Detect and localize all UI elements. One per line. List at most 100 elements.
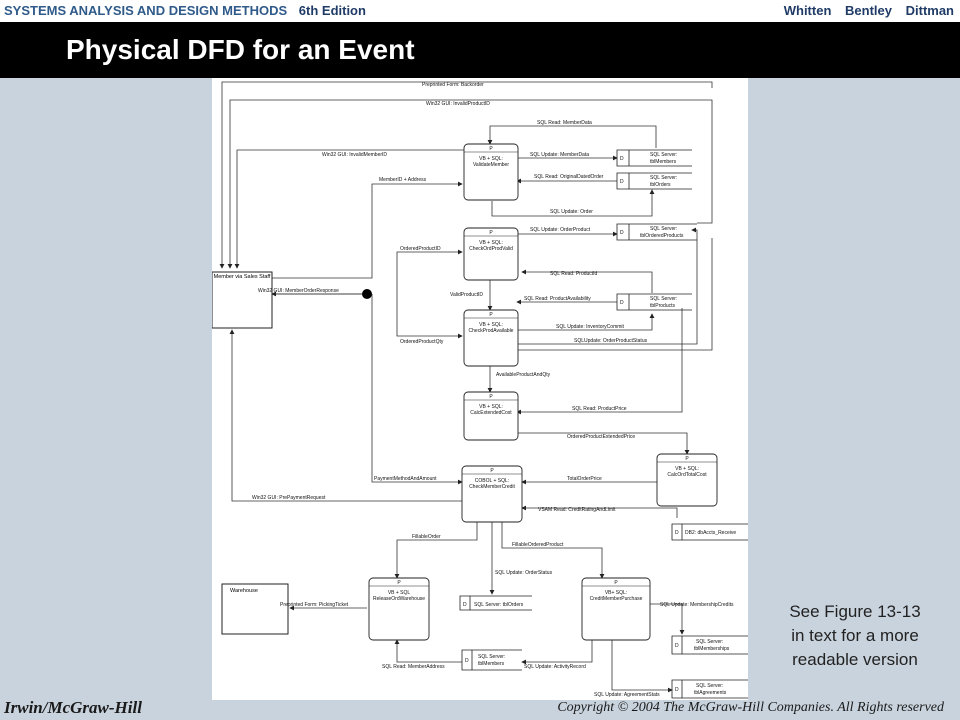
process-tech: VB + SQL xyxy=(388,590,411,596)
flow-line-invalidproduct xyxy=(227,99,713,269)
flow-line-backorder xyxy=(219,81,713,269)
process-dividers xyxy=(369,151,717,587)
title-bar: Physical DFD for an Event xyxy=(0,22,960,78)
store-orders-bottom xyxy=(459,595,532,611)
process-calctotal xyxy=(656,453,718,507)
flow-line-backorder-source xyxy=(517,238,713,351)
flow-line-memberdata-read xyxy=(487,125,657,148)
process-name: CalcOrdTotalCost xyxy=(667,472,707,478)
process-name: CheckProdAvailable xyxy=(469,328,514,334)
store-memberships xyxy=(671,635,748,655)
flow-label: FillableOrder xyxy=(412,534,441,540)
flow-line-orderedprodextprice xyxy=(517,432,690,455)
flow-labels: Preprinted Form: Backorder Win32 GUI: In… xyxy=(252,82,734,698)
store-line: tblMembers xyxy=(650,159,677,165)
flow-line-memberaddr xyxy=(272,181,463,279)
process-calcext xyxy=(463,391,519,441)
process-release xyxy=(368,577,430,641)
flow-line-orderedproductid xyxy=(396,249,463,294)
flow-line-update-order xyxy=(491,189,655,217)
note-line: in text for a more xyxy=(791,626,919,645)
store-tag: D xyxy=(620,230,624,236)
external-member-label: Member via Sales Staff xyxy=(213,274,271,280)
flow-label: VSAM Read: CreditRatingAndLimit xyxy=(538,507,616,513)
header-bar: SYSTEMS ANALYSIS AND DESIGN METHODS 6th … xyxy=(0,0,960,22)
flow-line-read-productid xyxy=(521,269,653,293)
store-line: SQL Server: xyxy=(696,639,723,645)
flow-label: FillableOrderedProduct xyxy=(512,542,564,548)
book-title: SYSTEMS ANALYSIS AND DESIGN METHODS xyxy=(4,3,288,18)
process-tag: P xyxy=(397,580,401,586)
flow-line-inventorycommit xyxy=(517,313,655,331)
store-orders-top xyxy=(616,172,692,190)
store-line: SQL Server: xyxy=(650,175,677,181)
flow-label: MemberID + Address xyxy=(379,177,427,183)
flow-label: Win32 GUI: PrePaymentRequest xyxy=(252,495,326,501)
store-line: tblMemberships xyxy=(694,646,730,652)
flow-line-prepayment xyxy=(229,329,462,502)
store-tag: D xyxy=(620,179,624,185)
flow-label: OrderedProductQty xyxy=(400,339,444,345)
store-tag: D xyxy=(675,687,679,693)
flow-label: SQL Update: OrderProduct xyxy=(530,227,591,233)
note-line: readable version xyxy=(792,650,918,669)
store-line: SQL Server: xyxy=(650,226,677,232)
flow-label: SQL Read: ProductPrice xyxy=(572,406,627,412)
process-shapes xyxy=(368,143,718,641)
flow-label: PaymentMethodAndAmount xyxy=(374,476,437,482)
flow-line-agreementstats xyxy=(611,640,673,693)
store-shapes xyxy=(459,149,748,699)
store-orderedprod xyxy=(616,223,697,241)
flow-label: Preprinted Form: Backorder xyxy=(422,82,484,88)
flow-label: AvailableProductAndQty xyxy=(496,372,551,378)
store-tag: D xyxy=(675,643,679,649)
flow-label: SQLUpdate: OrderProductStatus xyxy=(574,338,648,344)
process-name: CreditMemberPurchase xyxy=(590,596,643,602)
flow-label: SQL Read: ProductId xyxy=(550,271,598,277)
flow-label: TotalOrderPrice xyxy=(567,476,602,482)
store-tag: D xyxy=(463,602,467,608)
external-member: Member via Sales Staff xyxy=(212,271,273,329)
flow-label: SQL Read: MemberData xyxy=(537,120,592,126)
author: Dittman xyxy=(905,3,954,18)
process-name: CheckMemberCredit xyxy=(469,484,515,490)
store-line: tblOrderedProducts xyxy=(640,233,684,239)
flow-line-membershipcredits xyxy=(650,603,685,635)
store-line: SQL Server: tblOrders xyxy=(474,602,524,608)
process-labels: P VB + SQL: ValidateMember P VB + SQL: C… xyxy=(373,146,707,602)
process-tech: COBOL + SQL: xyxy=(475,478,509,484)
process-name: CalcExtendedCost xyxy=(470,410,512,416)
external-warehouse: Warehouse xyxy=(221,583,289,635)
slide-title: Physical DFD for an Event xyxy=(66,34,415,65)
flow-label: Win32 GUI: InvalidMemberID xyxy=(322,152,387,158)
copyright: Copyright © 2004 The McGraw-Hill Compani… xyxy=(557,700,944,715)
flow-label: OrderedProductID xyxy=(400,246,441,252)
process-checkprod xyxy=(463,309,519,367)
flow-label: ValidProductID xyxy=(450,292,483,298)
flow-label: SQL Update: ActivityRecord xyxy=(524,664,586,670)
process-tech: VB + SQL: xyxy=(479,404,503,410)
author-list: Whitten Bentley Dittman xyxy=(774,3,954,18)
external-warehouse-label: Warehouse xyxy=(230,588,258,594)
process-tag: P xyxy=(614,580,618,586)
publisher: Irwin/McGraw-Hill xyxy=(4,698,142,717)
process-checkord xyxy=(463,227,519,281)
flow-label: SQL Read: MemberAddress xyxy=(382,664,445,670)
store-tag: D xyxy=(620,300,624,306)
process-tag: P xyxy=(489,230,493,236)
store-products xyxy=(616,293,692,311)
flow-line-fillableorderedproduct xyxy=(501,522,605,579)
flow-label: SQL Update: AgreementStats xyxy=(594,692,660,698)
flow-line-read-memberaddress xyxy=(394,639,462,663)
process-name: ReleaseOrdWarehouse xyxy=(373,596,425,602)
flow-label: SQL Update: Order xyxy=(550,209,593,215)
process-credit xyxy=(581,577,651,641)
book-heading: SYSTEMS ANALYSIS AND DESIGN METHODS 6th … xyxy=(4,3,366,18)
flow-line-paymentmethod xyxy=(371,294,463,485)
process-name: ValidateMember xyxy=(473,162,509,168)
author: Whitten xyxy=(783,3,832,18)
flow-line-orderproductstatus xyxy=(517,227,698,345)
process-tag: P xyxy=(489,394,493,400)
author: Bentley xyxy=(845,3,892,18)
store-tag: D xyxy=(620,156,624,162)
